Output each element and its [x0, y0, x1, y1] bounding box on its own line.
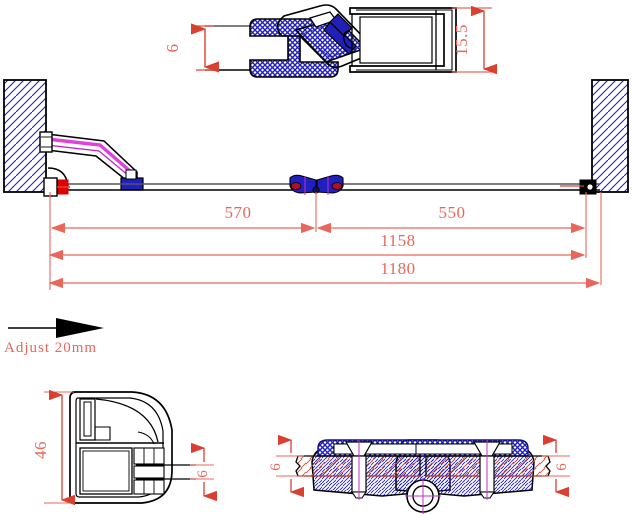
dimension-15-5: 15.5 — [452, 5, 497, 75]
dimension-1158: 1158 — [48, 231, 586, 261]
dimension-1180: 1180 — [48, 259, 601, 289]
dimension-label-570: 570 — [225, 203, 252, 222]
right-wall — [591, 79, 629, 193]
dimension-label-1158: 1158 — [380, 231, 415, 250]
dimension-6-hinge-right: 6 — [542, 434, 570, 498]
pivot-pin — [405, 478, 441, 514]
dimension-label-6-hinge-left: 6 — [268, 463, 284, 471]
center-hinge-assembly — [289, 174, 344, 195]
dimension-label-6-top: 6 — [163, 44, 182, 53]
screw-right — [472, 440, 502, 500]
right-end-cap — [560, 179, 597, 195]
main-elevation-view: 570 550 1158 1180 — [3, 79, 629, 290]
wall-hinge-left — [43, 167, 70, 197]
top-detail-view: 6 15.5 — [163, 4, 497, 78]
support-bar — [39, 131, 144, 191]
channel-profile-right — [342, 7, 457, 73]
dimension-label-6-profile: 6 — [195, 470, 211, 478]
left-wall — [3, 79, 47, 193]
dimension-label-15-5: 15.5 — [452, 24, 471, 56]
hinge-cross-section: 6 6 — [268, 434, 570, 514]
dimension-6-profile: 6 — [190, 442, 217, 502]
adjust-label: Adjust 20mm — [4, 340, 97, 356]
extension-lines — [49, 192, 602, 290]
screw-left — [344, 440, 374, 500]
dimension-label-46: 46 — [31, 441, 50, 459]
dimension-46: 46 — [31, 389, 75, 506]
adjust-annotation: Adjust 20mm — [4, 318, 104, 356]
dimension-label-550: 550 — [439, 203, 466, 222]
dimension-label-1180: 1180 — [380, 259, 415, 278]
profile-cross-section: 46 6 — [31, 389, 217, 506]
dimension-label-6-hinge-right: 6 — [554, 463, 570, 471]
dimension-570: 570 — [50, 203, 316, 234]
dimension-6-hinge-left: 6 — [268, 434, 304, 498]
dimension-550: 550 — [316, 203, 586, 234]
dimension-6-top: 6 — [163, 23, 219, 73]
adjust-arrow-icon — [56, 318, 104, 338]
